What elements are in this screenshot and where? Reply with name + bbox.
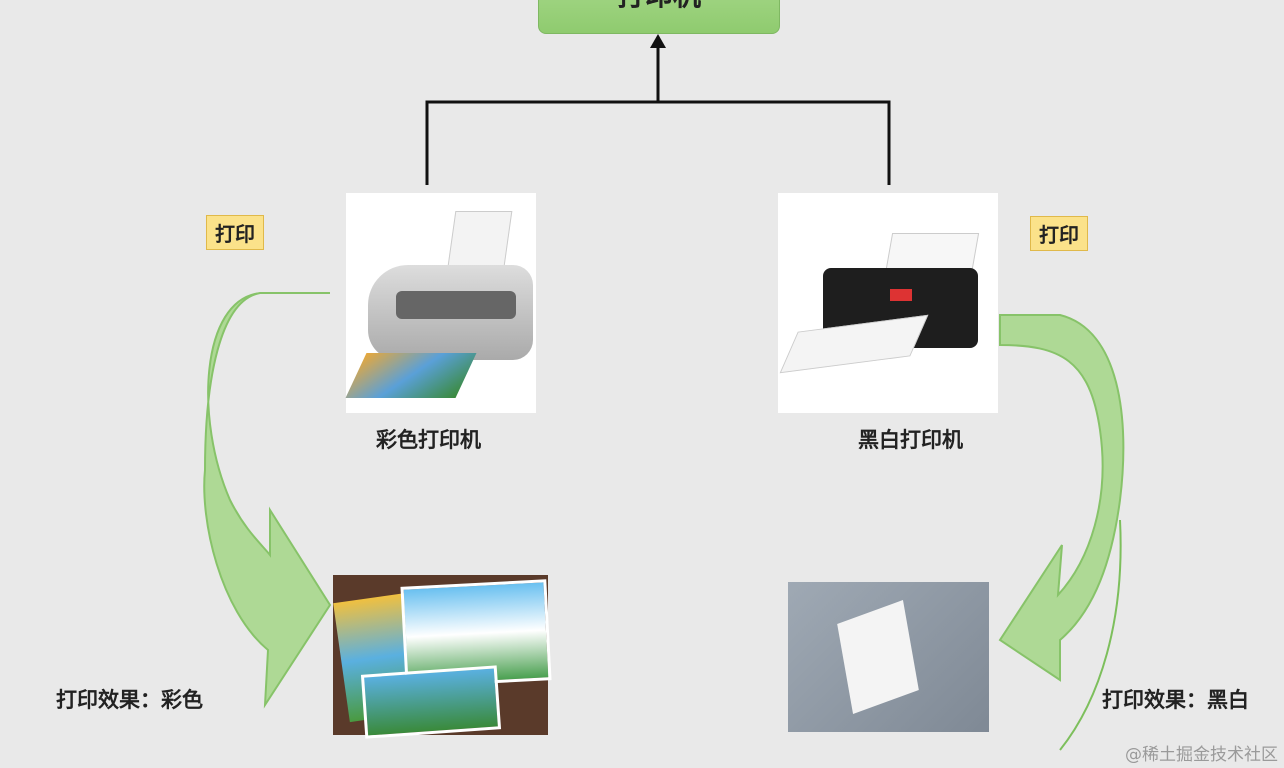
watermark: @稀土掘金技术社区 [1125,745,1278,765]
arrowhead-icon [650,34,666,48]
color-effect-label: 打印效果：彩色 [56,688,203,712]
bw-print-photo [788,582,989,732]
left-curved-arrow [203,292,332,709]
color-print-tag: 打印 [206,215,264,250]
bw-printer-image [778,193,998,413]
color-printer-label: 彩色打印机 [376,428,481,452]
inheritance-connector [425,40,891,185]
color-prints-photo [333,575,552,739]
bw-printer-label: 黑白打印机 [858,428,963,452]
bw-effect-label: 打印效果：黑白 [1102,688,1249,712]
printer-parent-box: 打印机 [538,0,780,34]
bw-print-tag: 打印 [1030,216,1088,251]
color-printer-image [345,193,536,413]
right-curved-arrow [998,314,1125,682]
